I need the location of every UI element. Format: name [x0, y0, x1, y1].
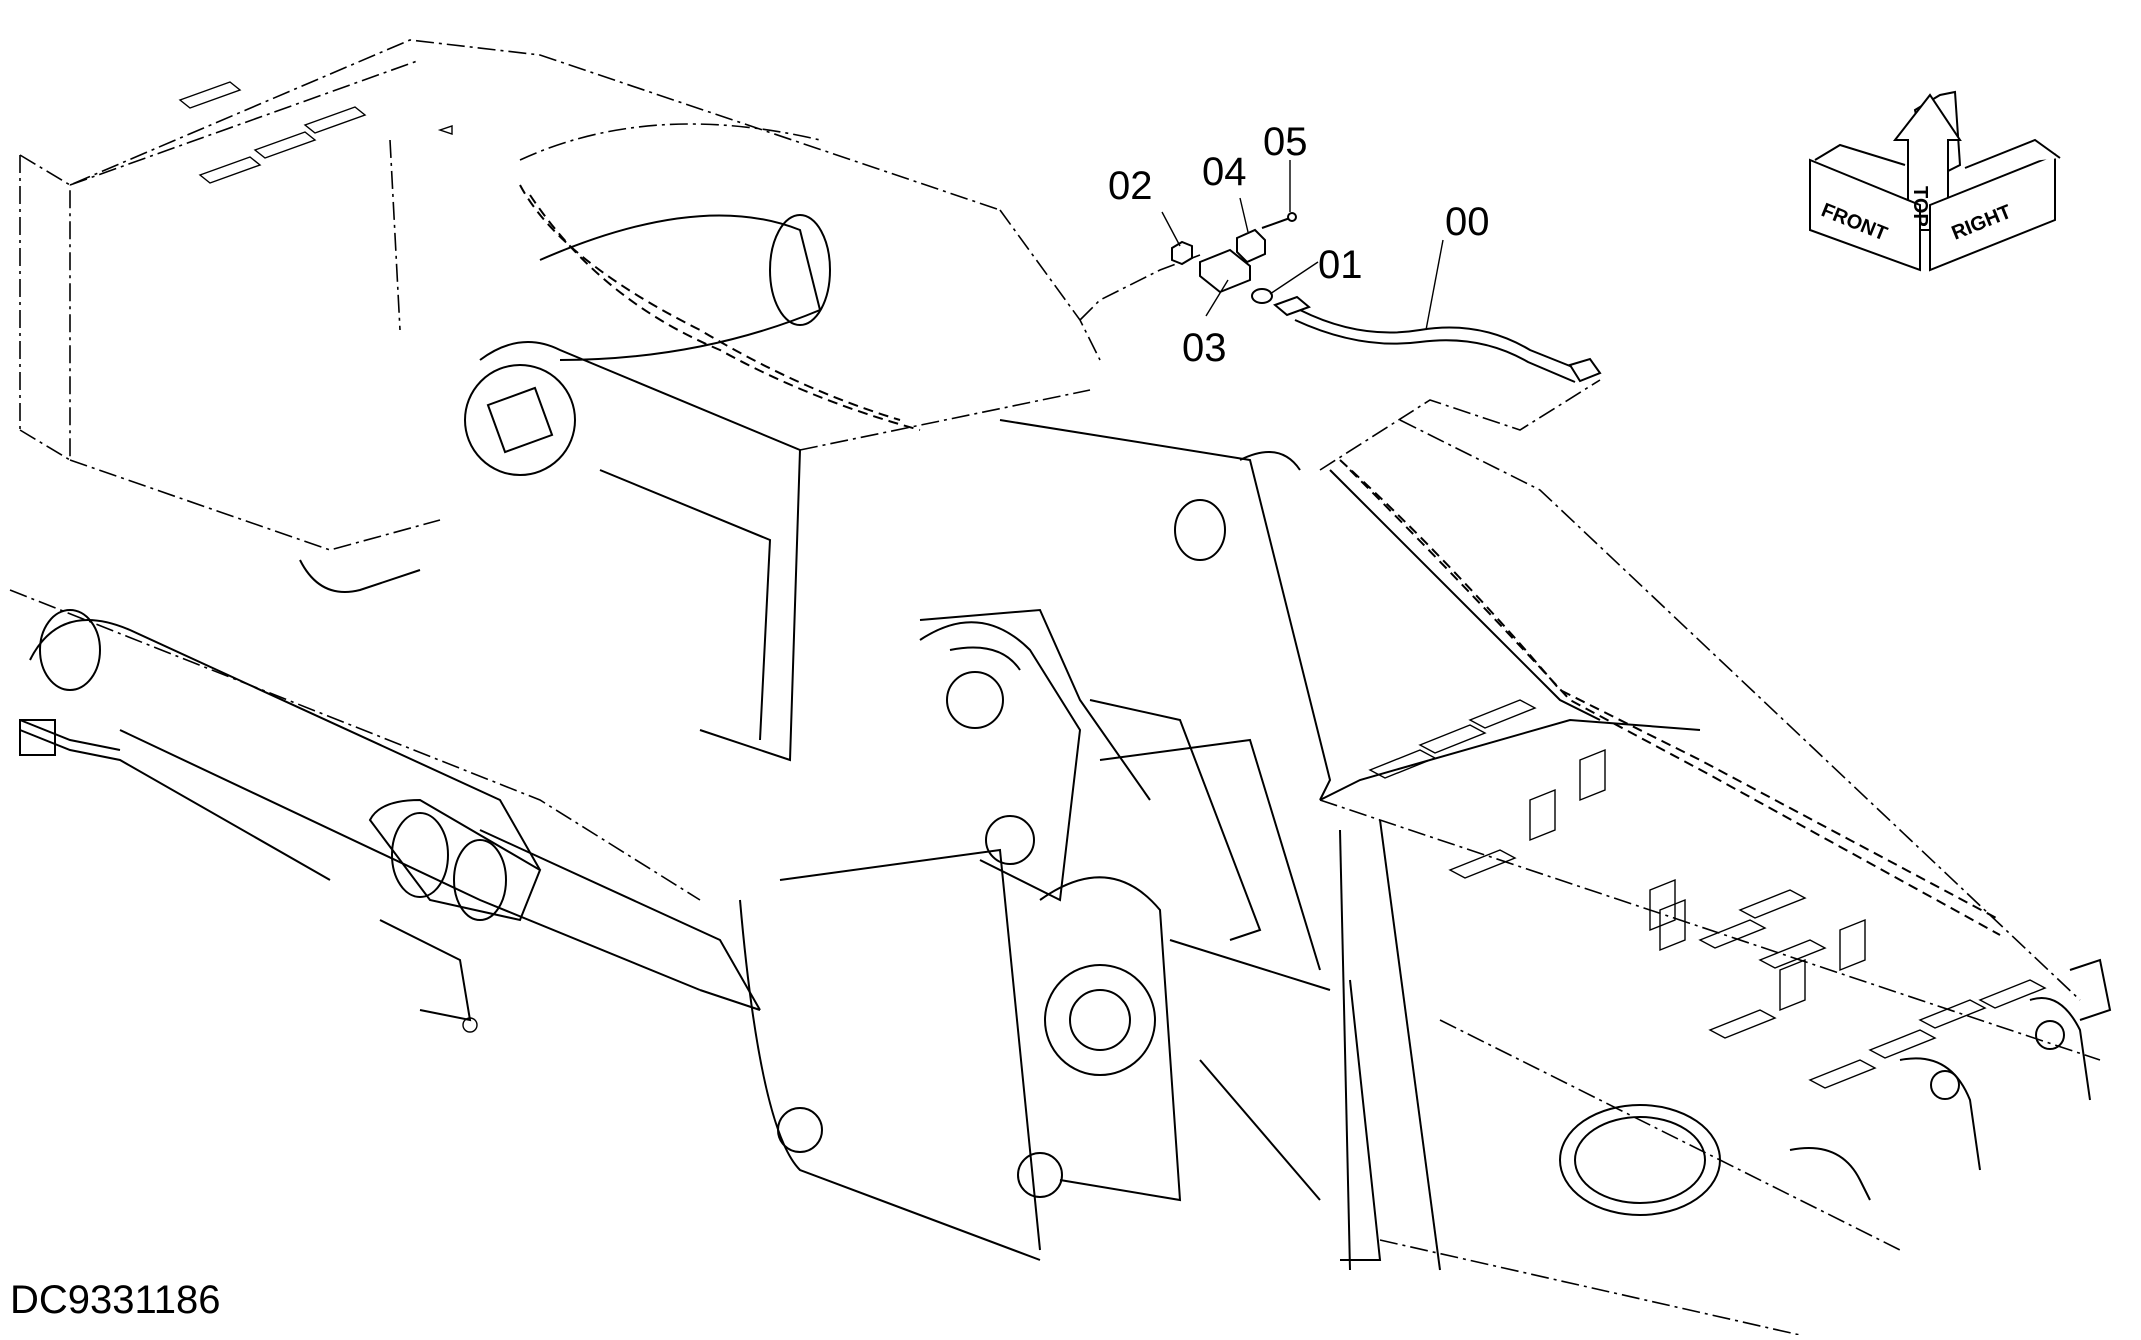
plug-part — [1171, 240, 1193, 266]
hose-assembly — [1079, 160, 1602, 471]
drawing-id: DC9331186 — [10, 1278, 221, 1322]
callout-label: 00 — [1445, 200, 1490, 244]
lower-cylinder — [9, 589, 761, 1033]
orientation-top-label: TOP — [1909, 186, 1931, 227]
orientation-indicator: TOP FRONT RIGHT — [1809, 90, 2061, 272]
upper-boom — [19, 39, 1001, 593]
callout-label: 04 — [1202, 150, 1247, 194]
callout-label: 05 — [1263, 120, 1308, 164]
hose-part — [1568, 357, 1602, 383]
bolt-part — [1287, 212, 1297, 222]
o-ring-part — [1251, 288, 1273, 304]
main-boom — [464, 209, 1382, 1261]
fitting-part — [1199, 248, 1251, 294]
callout-label: 02 — [1108, 164, 1153, 208]
callout-label: 03 — [1182, 326, 1227, 370]
clamp-part — [1236, 228, 1266, 264]
callout-label: 01 — [1318, 243, 1363, 287]
right-boom — [1319, 419, 2112, 1336]
upper-cylinder — [519, 123, 921, 431]
